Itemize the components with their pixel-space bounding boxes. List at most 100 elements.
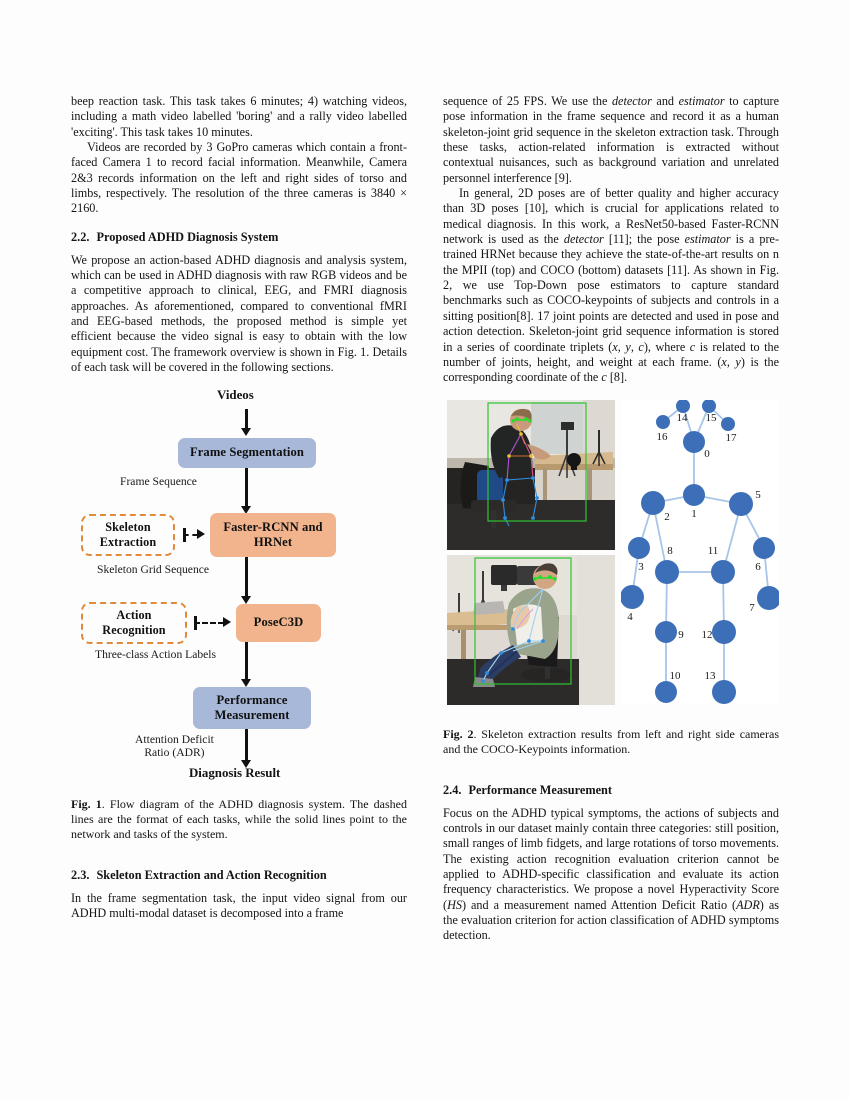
skeleton-keypoint-8[interactable] [655,559,679,584]
flow-node-performance-measurement[interactable]: Performance Measurement [193,686,311,729]
skeleton-keypoint-0[interactable] [683,430,705,453]
spacer-after-figure-1 [71,780,407,797]
flow-node-action-recognition-line2: Recognition [102,622,166,637]
flow-node-perf-line2: Measurement [214,707,290,722]
skeleton-keypoint-label-12: 12 [702,629,713,641]
flow-node-skeleton-extraction[interactable]: Skeleton Extraction [81,513,175,556]
flow-node-frame-segmentation[interactable]: Frame Segmentation [178,437,316,468]
photo-left-svg [447,399,615,550]
skeleton-keypoint-label-16: 16 [657,431,669,443]
figure-1-caption-label: Fig. 1 [71,796,102,811]
right-column: sequence of 25 FPS. We use the detector … [443,94,779,944]
figure-1-caption-text: . Flow diagram of the ADHD diagnosis sys… [71,796,407,841]
flow-node-rcnn-line2: HRNet [253,534,293,549]
section-heading-2-3: 2.3.Skeleton Extraction and Action Recog… [71,868,407,883]
section-number-2-2: 2.2. [71,229,90,244]
figure-1-flow-diagram: Videos Frame Segmentation Frame Sequence… [71,388,407,780]
figure-2-caption: Fig. 2. Skeleton extraction results from… [443,727,779,757]
flow-node-skeleton-extraction-line2: Extraction [99,534,157,549]
figure-2-photo-stack [447,399,615,705]
skeleton-keypoint-label-7: 7 [749,602,755,614]
left-paragraph-2: Videos are recorded by 3 GoPro cameras w… [71,140,407,216]
figure-2-caption-label: Fig. 2 [443,726,474,741]
arrow-frameseg-to-rcnn [245,467,248,509]
figure-1-caption: Fig. 1. Flow diagram of the ADHD diagnos… [71,797,407,842]
skeleton-keypoint-11[interactable] [711,559,735,584]
flow-input-label-videos: Videos [217,387,254,402]
term-detector: detector [611,94,652,108]
skeleton-keypoint-label-3: 3 [638,561,644,573]
skeleton-keypoint-12[interactable] [712,619,736,644]
skeleton-keypoint-14[interactable] [676,399,690,413]
skeleton-keypoint-label-4: 4 [627,611,633,623]
arrow-head-rcnn-to-posec3d [240,595,251,604]
skeleton-keypoint-17[interactable] [721,416,735,431]
skeleton-keypoint-label-17: 17 [726,432,738,444]
right-paragraph-1: sequence of 25 FPS. We use the detector … [443,94,780,185]
term-estimator: estimator [678,94,725,108]
flow-node-action-recognition[interactable]: Action Recognition [81,601,187,644]
arrow-head-videos-to-frameseg [240,427,251,436]
skeleton-keypoint-1[interactable] [683,483,705,506]
skeleton-keypoint-label-15: 15 [706,412,718,424]
section-title-2-3: Skeleton Extraction and Action Recogniti… [96,867,327,882]
section-heading-2-4: 2.4. Performance Measurement [443,783,779,798]
section-number-2-4: 2.4. [443,782,462,797]
skeleton-keypoint-10[interactable] [655,680,677,703]
flow-node-faster-rcnn-hrnet[interactable]: Faster-RCNN and HRNet [210,512,336,557]
left-column: beep reaction task. This task takes 6 mi… [71,94,407,944]
term-estimator-2: estimator [684,232,731,247]
flow-node-posec3d[interactable]: PoseC3D [236,603,321,642]
left-paragraph-1: beep reaction task. This task takes 6 mi… [71,94,407,139]
spacer-after-figure-2 [443,710,779,727]
skeleton-keypoint-label-11: 11 [708,545,719,557]
flow-edge-label-three-class-action-labels: Three-class Action Labels [95,647,217,661]
flow-node-action-recognition-line1: Action [116,607,152,622]
arrow-posec3d-to-perf [245,641,248,682]
skeleton-keypoint-label-9: 9 [678,629,684,641]
skeleton-keypoint-7[interactable] [757,585,779,610]
skeleton-keypoint-13[interactable] [712,679,736,704]
flow-output-label-diagnosis-result: Diagnosis Result [189,765,281,780]
arrow-videos-to-frameseg [245,408,248,431]
skeleton-keypoint-15[interactable] [702,399,716,413]
flow-edge-label-frame-sequence: Frame Sequence [120,474,197,488]
term-adr: ADR [736,897,760,912]
skeleton-keypoint-6[interactable] [753,536,775,559]
skeleton-keypoint-label-13: 13 [705,670,717,682]
section-title-2-2: Proposed ADHD Diagnosis System [96,229,279,244]
right-paragraph-2: In general, 2D poses are of better quali… [443,186,780,385]
skeleton-keypoint-2[interactable] [641,490,665,515]
skeleton-keypoint-5[interactable] [729,491,753,516]
photo-left-side-camera [447,399,615,550]
skeleton-keypoint-label-0: 0 [704,448,710,460]
arrow-head-frameseg-to-rcnn [240,505,251,514]
two-column-layout: beep reaction task. This task takes 6 mi… [71,94,779,944]
skeleton-keypoint-16[interactable] [656,414,670,429]
section-2-4-body: Focus on the ADHD typical symptoms, the … [443,805,779,943]
arrow-perf-to-diagnosis [245,728,248,763]
flow-node-skeleton-extraction-line1: Skeleton [105,519,151,534]
photo-right-svg [447,554,615,705]
arrow-rcnn-to-posec3d [245,556,248,599]
skeleton-keypoint-label-2: 2 [664,511,670,523]
flow-node-rcnn-line1: Faster-RCNN and [223,519,323,534]
section-title-2-4: Performance Measurement [468,782,612,797]
dashline-action-to-posec3d [194,621,224,624]
skeleton-keypoint-9[interactable] [655,620,677,643]
skeleton-keypoint-3[interactable] [628,536,650,559]
skeleton-keypoint-label-14: 14 [677,412,689,424]
skeleton-keypoint-4[interactable] [621,584,644,609]
section-heading-2-2: 2.2. Proposed ADHD Diagnosis System [71,230,407,245]
arrow-head-perf-to-diagnosis [240,759,251,768]
section-2-2-body: We propose an action-based ADHD diagnosi… [71,252,407,375]
skeleton-keypoint-label-6: 6 [755,561,761,573]
adr-line2: Ratio (ADR) [144,746,205,760]
flow-edge-label-skeleton-grid-sequence: Skeleton Grid Sequence [97,562,210,576]
flow-node-perf-line1: Performance [216,692,288,707]
skeleton-keypoint-label-10: 10 [670,670,682,682]
term-detector-2: detector [563,232,604,247]
skeleton-keypoint-label-1: 1 [691,508,697,520]
